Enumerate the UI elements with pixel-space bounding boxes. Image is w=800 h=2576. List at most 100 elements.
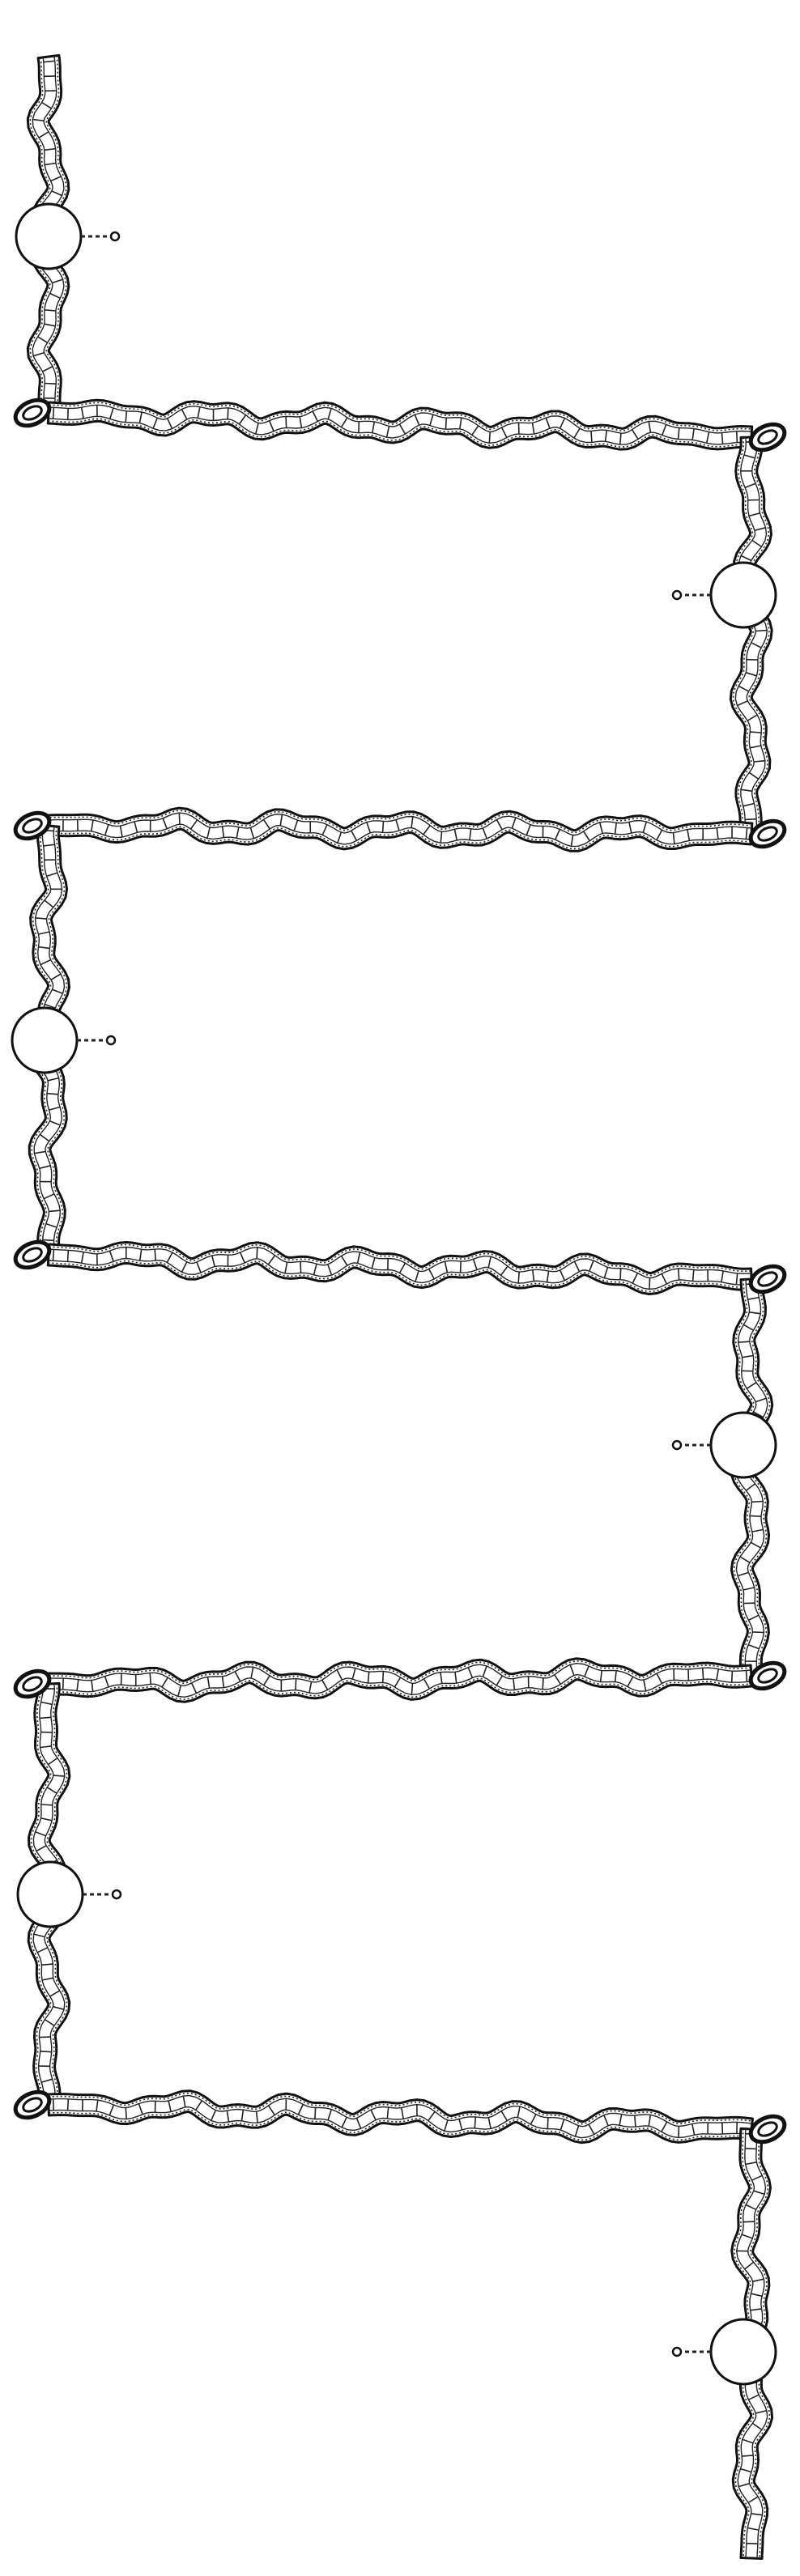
frame-divider <box>742 1354 754 1358</box>
frame-divider <box>755 2409 768 2414</box>
frame-divider <box>530 2114 537 2125</box>
frame-band-edge <box>49 1662 751 1687</box>
frame-divider <box>293 819 299 831</box>
milestone-circle <box>709 1411 777 1479</box>
frame-divider <box>547 2117 549 2129</box>
frame-divider <box>46 1092 58 1095</box>
frame-divider <box>614 823 617 835</box>
frame-divider <box>643 1679 647 1692</box>
frame-band-edge <box>48 1257 752 1290</box>
frame-divider <box>740 2468 752 2473</box>
frame-divider <box>574 2125 580 2137</box>
frame-divider <box>262 818 270 830</box>
frame-divider <box>372 421 376 433</box>
frame-divider <box>440 1672 443 1684</box>
filmstrip-segment <box>47 2089 754 2145</box>
filmstrip-body <box>729 436 773 836</box>
frame-divider <box>662 424 667 436</box>
frame-divider <box>255 2111 258 2123</box>
frame-divider <box>631 429 639 440</box>
frame-divider <box>496 819 503 831</box>
frame-divider <box>44 2018 55 2026</box>
milestone-circle <box>16 1860 84 1928</box>
frame-divider <box>35 1831 46 1837</box>
frame-divider <box>753 1411 764 1418</box>
filmstrip-segment <box>46 1241 753 1295</box>
frame-divider <box>46 1787 57 1794</box>
frame-divider <box>743 1324 754 1331</box>
frame-divider <box>752 1631 764 1634</box>
frame-divider <box>444 1260 449 1273</box>
frame-divider <box>381 821 385 833</box>
frame-divider <box>747 2527 760 2531</box>
frame-divider <box>740 789 752 792</box>
filmstrip-curl <box>13 810 52 841</box>
sprocket-holes <box>49 402 752 432</box>
frame-divider <box>721 2122 724 2135</box>
frame-divider <box>570 835 574 847</box>
frame-band-edge <box>49 2106 751 2139</box>
frame-divider <box>716 1668 720 1681</box>
frame-divider <box>474 2116 477 2128</box>
frame-divider <box>76 1679 79 1691</box>
frame-divider <box>48 1757 58 1766</box>
frame-divider <box>738 685 750 692</box>
frame-divider <box>300 1261 302 1273</box>
frame-divider <box>721 432 724 444</box>
frame-divider <box>423 1678 431 1690</box>
frame-divider <box>467 1667 474 1678</box>
frame-divider <box>687 829 691 841</box>
filmstrip-segment <box>729 436 773 836</box>
frame-divider <box>37 336 49 343</box>
frame-divider <box>745 827 748 840</box>
frame-divider <box>721 1270 724 1282</box>
frame-divider <box>33 1933 45 1938</box>
frame-divider <box>482 1665 487 1677</box>
milestone-2 <box>671 561 777 629</box>
frame-divider <box>39 1165 51 1170</box>
filmstrip-curl <box>13 2089 52 2120</box>
frame-divider <box>53 2005 65 2010</box>
frame-divider <box>386 2106 389 2119</box>
filmstrip-body <box>47 1657 754 1703</box>
frame-divider <box>753 759 765 763</box>
frame-divider <box>747 1643 760 1650</box>
frame-divider <box>104 824 109 836</box>
frame-divider <box>559 1269 566 1282</box>
frame-divider <box>560 2119 565 2131</box>
frame-divider <box>226 2111 230 2123</box>
frame-divider <box>40 2051 52 2053</box>
frame-divider <box>751 2293 763 2298</box>
frame-band-edge <box>48 812 752 836</box>
frame-divider <box>45 1222 57 1228</box>
frame-divider <box>321 1679 329 1690</box>
frame-divider <box>517 1272 520 1284</box>
sprocket-holes <box>48 2092 753 2125</box>
frame-divider <box>748 2394 760 2400</box>
sprocket-holes <box>29 57 51 412</box>
frame-divider <box>604 430 607 442</box>
filmstrip-segment <box>46 398 754 451</box>
frame-divider <box>53 1775 65 1777</box>
frame-divider <box>44 162 57 166</box>
frame-divider <box>411 1683 414 1695</box>
frame-divider <box>44 1003 56 1009</box>
frame-divider <box>196 1261 202 1273</box>
frame-divider <box>395 819 400 831</box>
frame-divider <box>751 1500 764 1503</box>
frame-band-edge <box>49 823 751 848</box>
frame-divider <box>741 2234 753 2239</box>
milestone-circle <box>709 2318 777 2386</box>
frame-divider <box>91 819 94 831</box>
frame-divider <box>440 831 443 844</box>
frame-divider <box>366 822 372 834</box>
frame-divider <box>701 1668 704 1680</box>
frame-divider <box>755 1397 767 1403</box>
frame-divider <box>526 824 531 836</box>
frame-divider <box>262 1675 270 1686</box>
frame-divider <box>109 2104 115 2116</box>
frame-divider <box>428 1269 435 1280</box>
frame-divider <box>210 2110 217 2121</box>
frame-divider <box>628 822 632 834</box>
